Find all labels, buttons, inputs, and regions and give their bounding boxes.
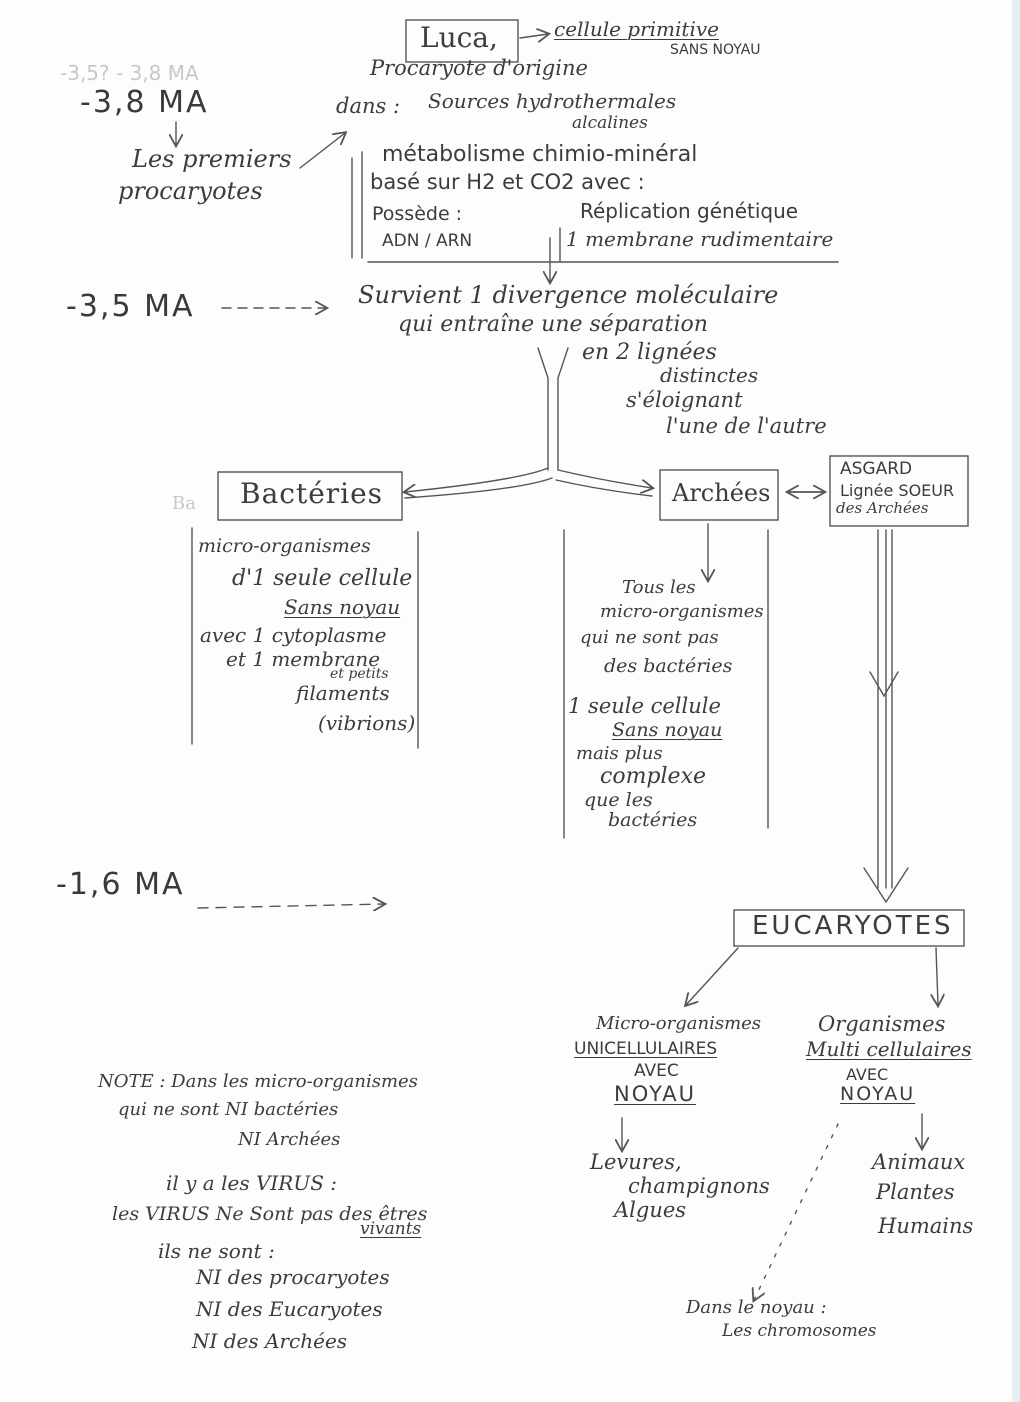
note-line4: il y a les VIRUS : [166, 1171, 337, 1195]
archees-box [659, 469, 779, 521]
asgard-line2: Lignée SOEUR [840, 481, 955, 500]
to-archees-arrow [557, 469, 652, 488]
asgard-line3: des Archées [836, 499, 929, 517]
possede-label: Possède : [372, 203, 463, 225]
note-line2: qui ne sont NI bactéries [118, 1099, 339, 1120]
divergence-line6: l'une de l'autre [666, 414, 827, 438]
to-unicellular-arrow [686, 947, 739, 1005]
divergence-line5: s'éloignant [626, 388, 743, 412]
bacteries-box [217, 471, 403, 521]
unicellular-line4: NOYAU [614, 1082, 697, 1106]
alkaline-label: alcalines [572, 113, 648, 133]
luca-box [405, 19, 519, 63]
unicellular-ex-champignons: champignons [628, 1174, 770, 1198]
note-line5: les VIRUS Ne Sont pas des êtres [112, 1203, 428, 1225]
archees-line8: complexe [600, 764, 706, 789]
bacteries-line6: et petits [330, 666, 389, 682]
without-nucleus-label: SANS NOYAU [670, 42, 761, 58]
faint-erased-text: Ba [172, 493, 196, 514]
original-prokaryote: Procaryote d'origine [370, 56, 588, 80]
divergence-line4: distinctes [660, 363, 759, 387]
bacteries-line2: d'1 seule cellule [232, 566, 413, 591]
bacteries-line8: (vibrions) [318, 711, 416, 735]
divergence-line2: qui entraîne une séparation [398, 312, 708, 337]
dans-label: dans : [336, 94, 401, 118]
archees-line7: mais plus [576, 743, 663, 764]
hydrothermal-sources: Sources hydrothermales [428, 89, 677, 113]
divergence-line1: Survient 1 divergence moléculaire [358, 281, 779, 309]
multicellular-ex-plantes: Plantes [876, 1180, 955, 1204]
unicellular-line3: AVEC [634, 1061, 679, 1081]
note-line8: NI des Eucaryotes [196, 1297, 383, 1321]
to-bacteries-arrow [405, 467, 549, 492]
page-edge [1012, 0, 1020, 1402]
adn-arn-label: ADN / ARN [382, 231, 473, 251]
asgard-down-arrow [863, 867, 909, 904]
eucaryotes-title: EUCARYOTES [752, 911, 954, 941]
bacteries-line7: filaments [296, 681, 390, 705]
era-3-8-ma: -3,8 MA [80, 85, 209, 120]
note-line7: NI des procaryotes [196, 1265, 390, 1289]
note-line1: NOTE : Dans les micro-organismes [98, 1071, 418, 1092]
unicellular-ex-levures: Levures, [590, 1150, 682, 1174]
bacteries-title: Bactéries [240, 477, 384, 510]
archees-line1: Tous les [622, 577, 696, 598]
note-line9: NI des Archées [192, 1329, 348, 1353]
luca-title: Luca, [420, 21, 498, 54]
archees-line10: bactéries [608, 809, 698, 831]
first-prokaryotes-line2: procaryotes [118, 177, 263, 205]
archees-line5: 1 seule cellule [568, 694, 721, 718]
note-line6: ils ne sont : [158, 1239, 275, 1263]
archees-line2: micro-organismes [600, 601, 764, 622]
metabolism-line1: métabolisme chimio-minéral [382, 142, 698, 167]
bacteries-line4: avec 1 cytoplasme [200, 623, 387, 647]
archees-line3: qui ne sont pas [580, 627, 719, 648]
to-multicellular-arrow [936, 947, 938, 1005]
noyau-line1: Dans le noyau : [686, 1297, 827, 1318]
note-line5b: vivants [360, 1219, 422, 1239]
noyau-line2: Les chromosomes [722, 1321, 877, 1341]
unicellular-line1: Micro-organismes [596, 1013, 762, 1034]
era-1-6-ma: -1,6 MA [56, 867, 185, 902]
archees-line9: que les [584, 789, 653, 811]
asgard-box [829, 455, 969, 527]
era-3-5-ma: -3,5 MA [66, 289, 195, 324]
archees-line4: des bactéries [604, 655, 733, 677]
to-noyau-dotted-arrow [754, 1123, 839, 1300]
divergence-line3: en 2 lignées [582, 340, 717, 365]
multicellular-line4: NOYAU [840, 1083, 916, 1105]
asgard-line1: ASGARD [840, 459, 913, 479]
bacteries-line5: et 1 membrane [226, 647, 381, 671]
unicellular-ex-algues: Algues [614, 1198, 687, 1222]
archees-title: Archées [672, 479, 771, 507]
first-prokaryotes-line1: Les premiers [132, 145, 292, 173]
rudimentary-membrane: 1 membrane rudimentaire [566, 227, 834, 251]
faint-erased-dates: -3,5? - 3,8 MA [60, 61, 199, 85]
note-line3: NI Archées [238, 1129, 341, 1150]
bacteries-no-nucleus: Sans noyau [284, 595, 401, 619]
eucaryotes-box [733, 909, 965, 947]
bacteries-line1: micro-organismes [198, 535, 371, 557]
prokaryote-arrow [299, 133, 345, 169]
multicellular-ex-humains: Humains [878, 1214, 974, 1238]
multicellular-line3: AVEC [846, 1065, 889, 1084]
multicellular-line2: Multi cellulaires [806, 1037, 972, 1061]
luca-arrow [519, 34, 548, 38]
ma16-dashed-arrow [197, 904, 384, 908]
multicellular-line1: Organismes [818, 1012, 946, 1036]
primitive-cell-label: cellule primitive [554, 17, 719, 41]
metabolism-line2: basé sur H2 et CO2 avec : [370, 170, 645, 194]
archees-no-nucleus: Sans noyau [612, 719, 723, 741]
multicellular-ex-animaux: Animaux [872, 1150, 966, 1174]
genetic-replication: Réplication génétique [580, 199, 799, 223]
unicellular-line2: UNICELLULAIRES [574, 1039, 718, 1059]
